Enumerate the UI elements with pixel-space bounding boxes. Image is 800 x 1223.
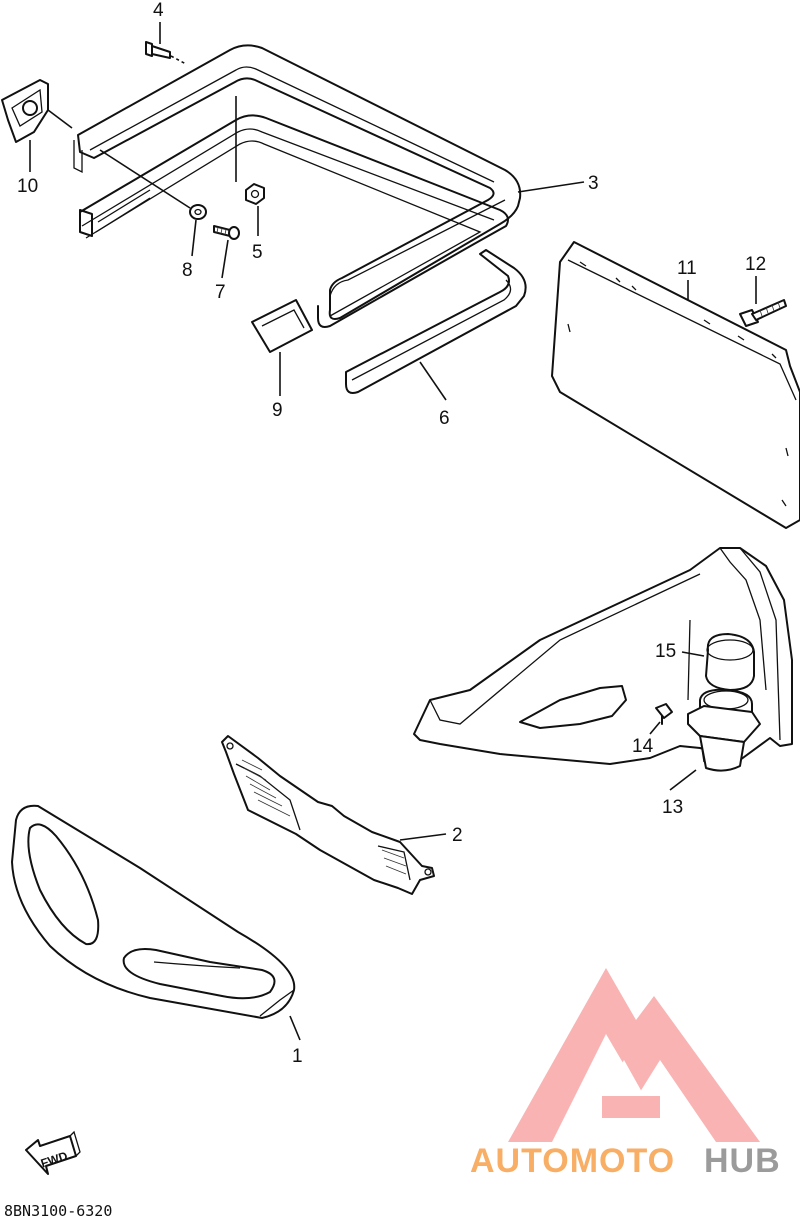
part-7-screw	[213, 225, 240, 240]
watermark-text-auto-moto: AUTOMOTO	[470, 1142, 675, 1180]
part-3-outer-frame	[73, 44, 522, 320]
callout-6: 6	[439, 408, 450, 429]
part-5-nut	[235, 96, 265, 205]
part-10-clip	[1, 79, 73, 143]
part-9-pad	[251, 299, 313, 353]
diagram-code: 8BN3100-6320	[4, 1202, 112, 1220]
callout-8: 8	[182, 260, 193, 281]
part-14-clip	[655, 703, 673, 725]
part-13-socket	[687, 688, 761, 772]
callout-11: 11	[677, 258, 697, 279]
part-1-trim	[11, 804, 296, 1019]
callout-10: 10	[17, 176, 38, 197]
part-15-bulb-cap	[705, 633, 755, 691]
callout-13: 13	[662, 797, 683, 818]
callout-labels: 1 2 3 4 5 6 7 8 9 10 11 12 13 14 15	[17, 0, 766, 1067]
callout-5: 5	[252, 242, 263, 263]
part-11-panel	[551, 241, 800, 529]
part-3-gasket	[79, 114, 509, 328]
watermark: AUTOMOTO HUB	[470, 968, 781, 1180]
fwd-arrow: FWD	[25, 1130, 81, 1175]
callout-3: 3	[588, 173, 599, 194]
callout-4: 4	[153, 0, 164, 21]
part-2-reflector	[221, 735, 435, 895]
part-6-seal	[345, 249, 527, 394]
watermark-text-hub: HUB	[704, 1142, 781, 1180]
watermark-logo-shape	[508, 968, 760, 1142]
callout-2: 2	[452, 825, 463, 846]
callout-14: 14	[632, 736, 654, 757]
part-12-bolt	[739, 299, 787, 327]
callout-12: 12	[745, 254, 766, 275]
callout-7: 7	[215, 282, 226, 303]
callout-9: 9	[272, 400, 283, 421]
callout-1: 1	[292, 1046, 303, 1067]
part-8-washer	[99, 149, 207, 220]
callout-15: 15	[655, 641, 676, 662]
leader-lines	[29, 22, 757, 1041]
part-4-bolt	[145, 41, 187, 65]
